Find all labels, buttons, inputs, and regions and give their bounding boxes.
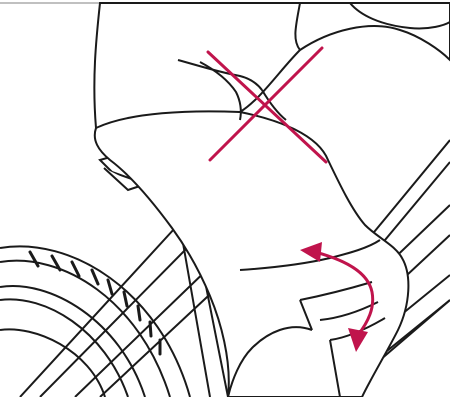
rider-leg bbox=[95, 106, 409, 397]
rider-torso bbox=[94, 3, 450, 128]
front-wheel bbox=[0, 246, 190, 397]
